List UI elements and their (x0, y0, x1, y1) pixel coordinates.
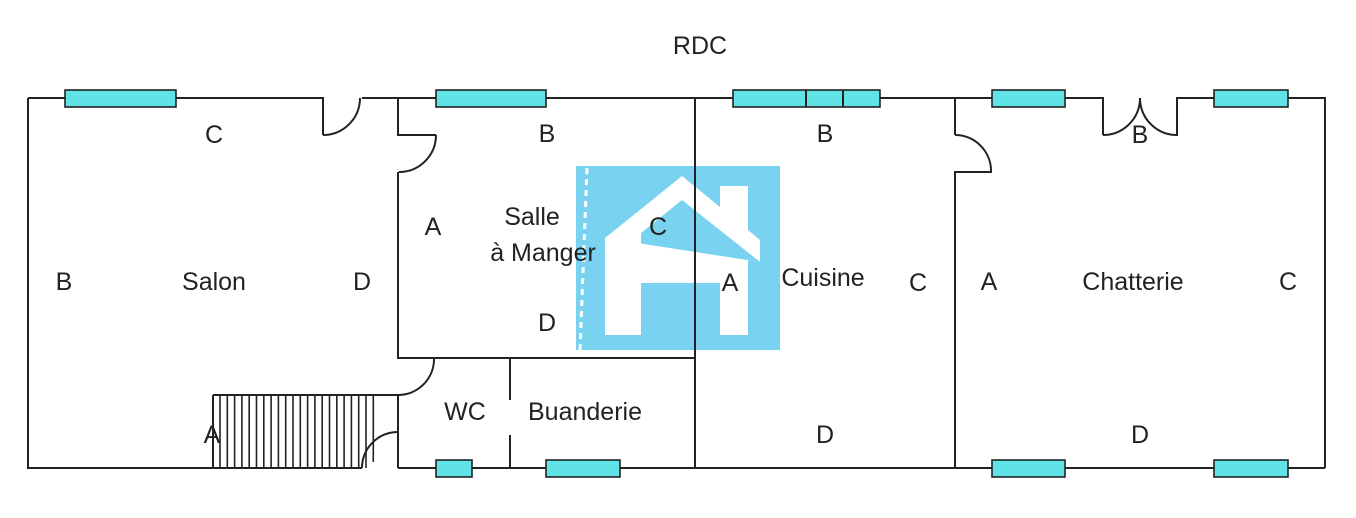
window (991, 459, 1066, 478)
wall-label: D (816, 421, 834, 449)
room-salon: Salon A B C D (56, 121, 371, 449)
wall-label: C (205, 121, 223, 149)
wall-label: B (817, 120, 834, 148)
window (991, 89, 1066, 108)
wall-label: B (56, 268, 73, 296)
wall-label: C (1279, 268, 1297, 296)
wall-label: B (1132, 121, 1149, 149)
wall-label: C (649, 213, 667, 241)
wall-label: A (981, 268, 998, 296)
window (1213, 89, 1289, 108)
room-buanderie: Buanderie (528, 398, 642, 426)
room-name: Salon (182, 268, 246, 296)
wall-label: D (353, 268, 371, 296)
room-wc: WC (444, 398, 486, 426)
window (545, 459, 621, 478)
room-name: Chatterie (1082, 268, 1183, 296)
wall-label: D (538, 309, 556, 337)
wall-label: A (722, 269, 739, 297)
wall-label: B (539, 120, 556, 148)
windows (64, 89, 1289, 478)
wall-label: A (204, 421, 221, 449)
room-name: Cuisine (781, 264, 864, 292)
watermark-logo (576, 166, 780, 351)
window (1213, 459, 1289, 478)
room-salle-a-manger: Salle à Manger A B C D (425, 120, 667, 337)
room-name: Salle (504, 203, 560, 231)
window (435, 459, 473, 478)
room-name: à Manger (490, 239, 596, 267)
window (435, 89, 547, 108)
plan-title: RDC (673, 32, 727, 60)
room-cuisine: Cuisine A B C D (722, 120, 927, 449)
wall-label: A (425, 213, 442, 241)
wall-label: D (1131, 421, 1149, 449)
window (64, 89, 177, 108)
room-chatterie: Chatterie A B C D (981, 121, 1297, 449)
wall-label: C (909, 269, 927, 297)
stairs (212, 394, 375, 468)
